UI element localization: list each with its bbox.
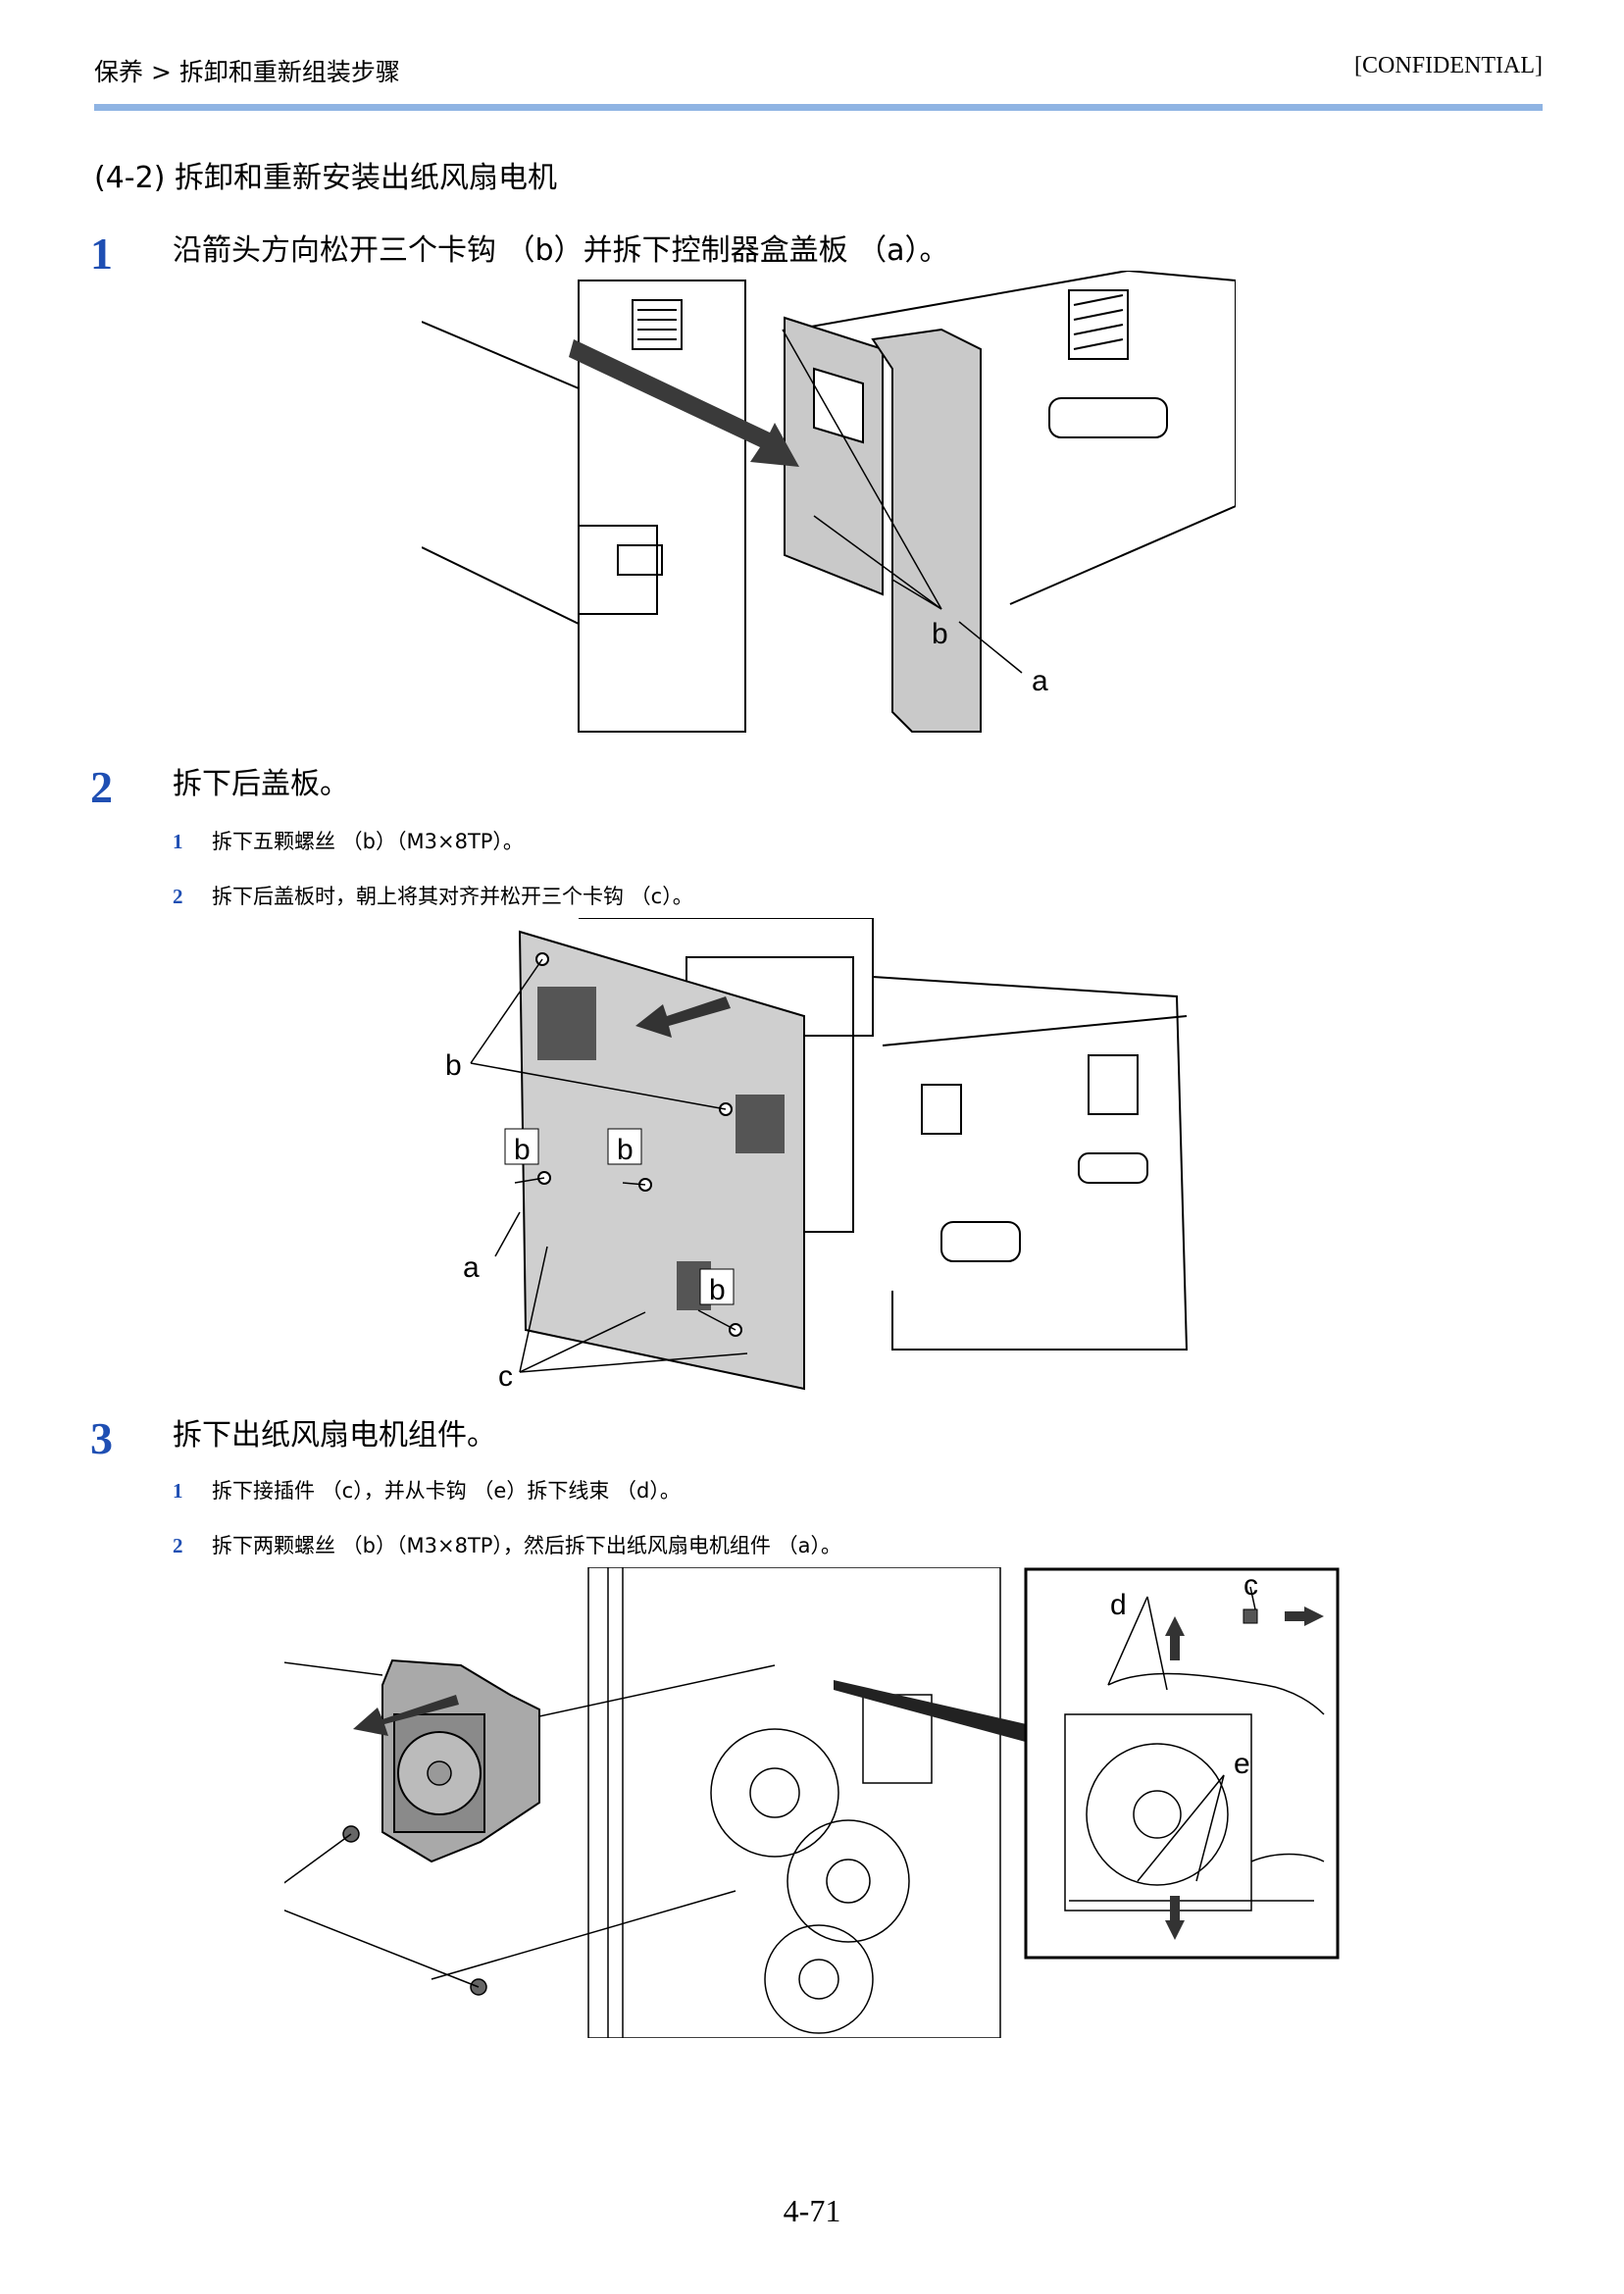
figure2-label-c: c (498, 1360, 513, 1391)
substep-number: 2 (173, 885, 183, 908)
header-divider (94, 104, 1543, 111)
figure-rear-cover: b b b a b c (431, 918, 1196, 1391)
section-title: (4-2) 拆卸和重新安装出纸风扇电机 (94, 161, 557, 195)
substep-text: 拆下两颗螺丝 （b）（M3×8TP），然后拆下出纸风扇电机组件 （a）。 (212, 1534, 841, 1557)
substep-number: 1 (173, 1479, 183, 1503)
substep-number: 2 (173, 1534, 183, 1557)
figure2-label-a: a (463, 1251, 480, 1284)
page-number: 4-71 (783, 2193, 841, 2228)
step-3-number: 3 (90, 1413, 113, 1463)
figure2-label-b4: b (709, 1274, 726, 1306)
figure2-label-b3: b (617, 1134, 634, 1166)
figure-fan-motor: a b d c e (284, 1567, 1344, 2038)
substep-number: 1 (173, 830, 183, 853)
figure2-label-b1: b (445, 1049, 462, 1082)
step-2-number: 2 (90, 762, 113, 812)
step-3-substep-2: 2 拆下两颗螺丝 （b）（M3×8TP），然后拆下出纸风扇电机组件 （a）。 (173, 1530, 841, 1559)
step-1-text: 沿箭头方向松开三个卡钩 （b）并拆下控制器盒盖板 （a）。 (173, 233, 949, 268)
figure1-label-b: b (932, 618, 948, 650)
substep-text: 拆下接插件 （c），并从卡钩 （e）拆下线束 （d）。 (212, 1479, 681, 1503)
figure2-label-b2: b (514, 1134, 531, 1166)
step-2-substep-1: 1 拆下五颗螺丝 （b）（M3×8TP）。 (173, 826, 524, 855)
figure3-label-c: c (1243, 1569, 1258, 1602)
step-2-text: 拆下后盖板。 (173, 767, 349, 801)
step-3-text: 拆下出纸风扇电机组件。 (173, 1418, 496, 1453)
figure1-label-a: a (1032, 665, 1048, 697)
step-1-number: 1 (90, 229, 113, 279)
step-2-substep-2: 2 拆下后盖板时，朝上将其对齐并松开三个卡钩 （c）。 (173, 881, 693, 910)
page-header: 保养 > 拆卸和重新组装步骤 [CONFIDENTIAL] (94, 53, 1543, 88)
breadcrumb: 保养 > 拆卸和重新组装步骤 (94, 58, 400, 86)
figure-controller-cover: b a (422, 271, 1236, 738)
substep-text: 拆下五颗螺丝 （b）（M3×8TP）。 (212, 830, 524, 853)
substep-text: 拆下后盖板时，朝上将其对齐并松开三个卡钩 （c）。 (212, 885, 693, 908)
step-3-substep-1: 1 拆下接插件 （c），并从卡钩 （e）拆下线束 （d）。 (173, 1475, 681, 1504)
figure3-label-d: d (1110, 1589, 1127, 1621)
figure3-label-e: e (1234, 1748, 1250, 1780)
confidential-label: [CONFIDENTIAL] (1354, 53, 1543, 78)
